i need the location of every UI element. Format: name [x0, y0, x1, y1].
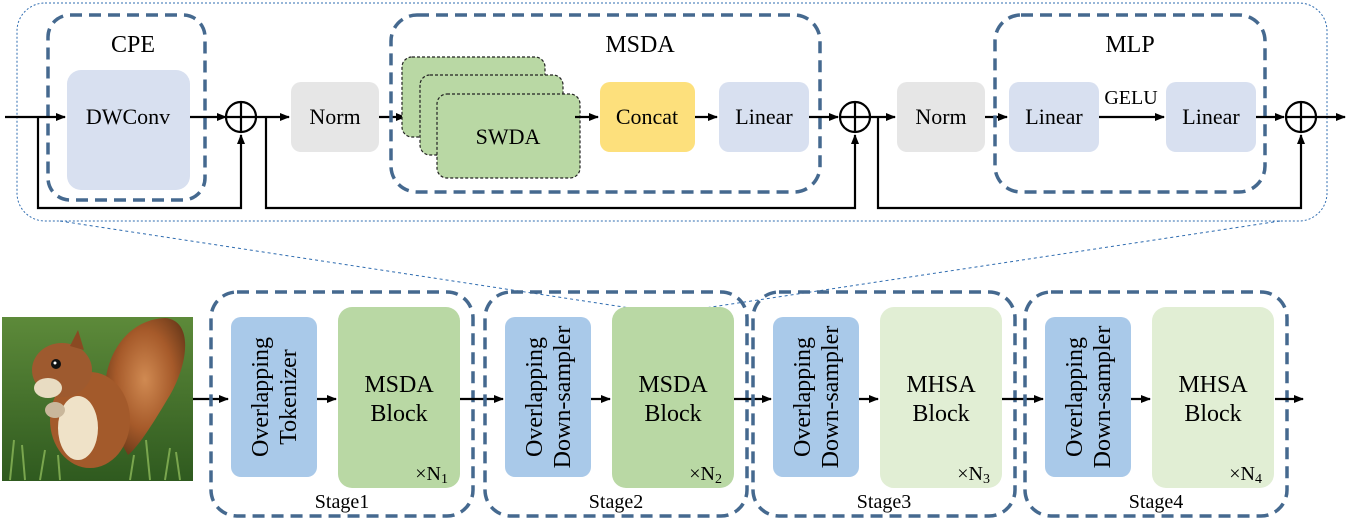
- skip-connection-1: [36, 117, 245, 210]
- repeat-count: ×N3: [957, 463, 990, 487]
- swda-box: [436, 93, 581, 179]
- repeat-count-subscript: 3: [983, 472, 990, 487]
- block-label-line2: Block: [370, 401, 427, 427]
- skip-connection-3: [876, 117, 1305, 210]
- mlp-title: MLP: [1105, 32, 1154, 58]
- norm-label-1: Norm: [309, 104, 360, 129]
- sampler-label-line2: Down-sampler: [818, 326, 844, 469]
- sampler-box: [773, 317, 859, 477]
- mlp-linear-box-2: [1166, 82, 1256, 152]
- add-node-2: [838, 100, 872, 134]
- mlp-linear-label-1: Linear: [1025, 104, 1083, 129]
- norm-box-2: [897, 82, 985, 152]
- repeat-count-prefix: ×N: [1229, 463, 1255, 485]
- block-label-line2: Block: [1184, 401, 1241, 427]
- sampler-label-line1: Overlapping: [248, 337, 274, 457]
- sampler-label-line2: Tokenizer: [276, 349, 302, 445]
- block-label-line1: MSDA: [638, 372, 708, 398]
- repeat-count: ×N1: [415, 463, 448, 487]
- stage-frame: [751, 290, 1017, 518]
- msda-linear-label: Linear: [735, 104, 793, 129]
- sampler-label-line1: Overlapping: [522, 337, 548, 457]
- msda-group: [389, 13, 822, 194]
- dwconv-box: [67, 70, 190, 190]
- repeat-count-prefix: ×N: [957, 463, 983, 485]
- cpe-title: CPE: [111, 32, 155, 58]
- sampler-label-line1: Overlapping: [1062, 337, 1088, 457]
- mlp-linear-box-1: [1009, 82, 1099, 152]
- gelu-label: GELU: [1104, 87, 1158, 109]
- add-node-3: [1284, 100, 1318, 134]
- sampler-label-line2: Down-sampler: [1090, 326, 1116, 469]
- dwconv-label: DWConv: [86, 104, 170, 129]
- block-label-line2: Block: [644, 401, 701, 427]
- repeat-count-prefix: ×N: [415, 463, 441, 485]
- sampler-box: [1045, 317, 1131, 477]
- norm-box-1: [291, 82, 379, 152]
- sampler-box: [505, 317, 591, 477]
- mlp-group: [993, 13, 1267, 194]
- detail-block: CPE DWConv Norm MSDA SWDA Concat: [5, 2, 1346, 222]
- stage-label: Stage1: [315, 491, 369, 513]
- repeat-count: ×N2: [689, 463, 722, 487]
- block-label-line1: MHSA: [906, 372, 976, 398]
- block-label-line2: Block: [912, 401, 969, 427]
- repeat-count-prefix: ×N: [689, 463, 715, 485]
- concat-label: Concat: [616, 104, 678, 129]
- norm-label-2: Norm: [915, 104, 966, 129]
- block-label-line1: MSDA: [364, 372, 434, 398]
- msda-linear-box: [719, 82, 809, 152]
- skip-connection-2: [264, 117, 859, 210]
- transformer-block: [880, 307, 1002, 488]
- zoom-guide-right: [704, 220, 1281, 309]
- sampler-box: [231, 317, 317, 477]
- sampler-label-line1: Overlapping: [790, 337, 816, 457]
- block-label-line1: MHSA: [1178, 372, 1248, 398]
- stage-label: Stage2: [589, 491, 643, 513]
- concat-box: [600, 82, 695, 152]
- msda-title: MSDA: [605, 32, 675, 58]
- zoom-guide-left: [59, 220, 631, 309]
- repeat-count-subscript: 1: [441, 472, 448, 487]
- add-node-1: [224, 100, 258, 134]
- repeat-count-subscript: 4: [1255, 472, 1262, 487]
- cpe-group: [46, 13, 207, 202]
- transformer-block: [1152, 307, 1274, 488]
- transformer-block: [612, 307, 734, 488]
- stage-frame: [209, 290, 475, 518]
- stage-label: Stage4: [1129, 491, 1183, 513]
- stage-label: Stage3: [857, 491, 911, 513]
- stage-frame: [1023, 290, 1289, 518]
- swda-label: SWDA: [476, 124, 541, 149]
- stage-frame: [483, 290, 749, 518]
- sampler-label-line2: Down-sampler: [550, 326, 576, 469]
- repeat-count-subscript: 2: [715, 472, 722, 487]
- mlp-linear-label-2: Linear: [1182, 104, 1240, 129]
- input-image: [2, 317, 193, 481]
- transformer-block: [338, 307, 460, 488]
- repeat-count: ×N4: [1229, 463, 1262, 487]
